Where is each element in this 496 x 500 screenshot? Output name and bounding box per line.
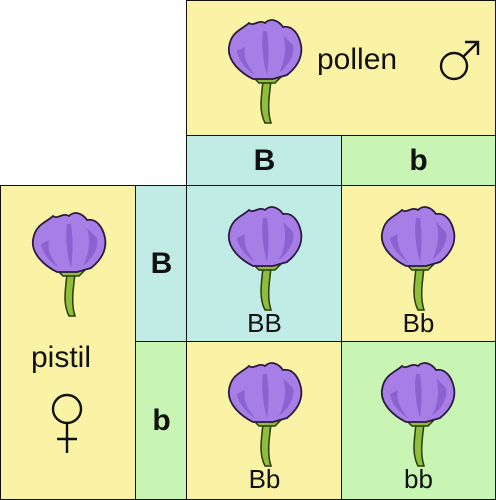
purple-flower-icon [227,206,303,311]
row-allele-b: b [135,341,188,500]
column-allele-B: B [186,135,343,187]
female-symbol-icon [51,393,83,453]
cell-Bb-bottom: Bb [186,341,343,500]
genotype-label: Bb [248,464,281,494]
genotype-label: Bb [402,308,435,338]
purple-flower-icon [31,212,107,317]
purple-flower-icon [227,362,303,467]
purple-flower-icon [380,206,456,311]
pollen-label: pollen [317,43,398,76]
purple-flower-icon: .petal{fill:#a77ee6}.petal-shade{fill:#7… [227,19,303,124]
column-allele-b: b [341,135,496,187]
cell-BB: BB [186,185,343,343]
genotype-label: bb [404,464,433,494]
pollen-header: .petal{fill:#a77ee6}.petal-shade{fill:#7… [186,0,496,137]
row-allele-B: B [135,185,188,343]
genotype-label: BB [247,308,282,338]
pistil-label: pistil [31,341,92,374]
white-flower-icon [380,362,456,467]
cell-Bb-top: Bb [341,185,496,343]
pistil-header: pistil [0,185,137,500]
male-symbol-icon [439,40,480,81]
cell-bb: bb [341,341,496,500]
